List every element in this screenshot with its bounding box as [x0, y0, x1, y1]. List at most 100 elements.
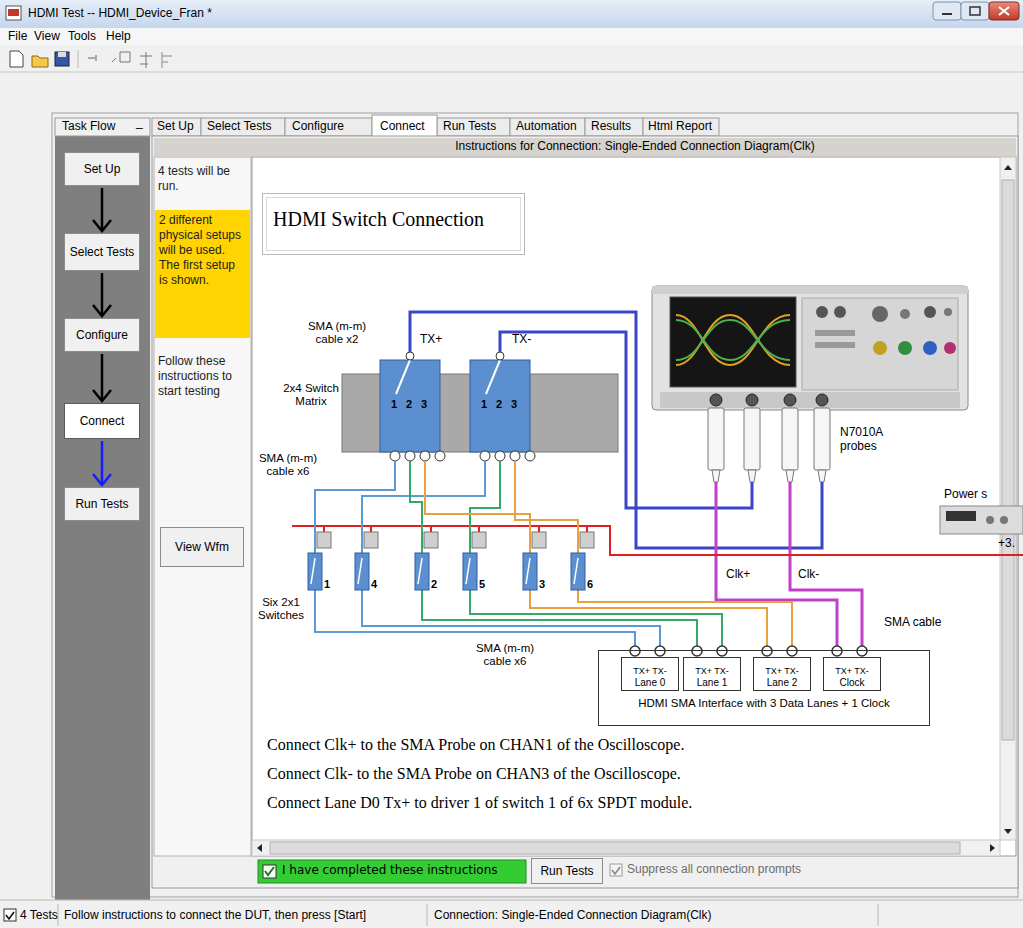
switch-label: Six 2x1 Switches	[254, 596, 308, 622]
checkbox-label: Suppress all connection prompts	[627, 863, 801, 877]
node-text: Lane 1	[685, 677, 739, 689]
window-title: HDMI Test -- HDMI_Device_Fran *	[28, 7, 212, 21]
test-count: 4 tests will be run.	[158, 164, 248, 194]
node-text: Connect	[80, 414, 125, 428]
menu-item: View	[34, 30, 60, 44]
cable-label: SMA (m-m) cable x6	[470, 642, 540, 668]
tab-strip	[152, 115, 719, 137]
port-number: 2	[406, 398, 412, 411]
task-flow-panel	[55, 136, 150, 904]
tab-label: Automation	[516, 120, 577, 134]
arrow-head	[93, 474, 111, 485]
arrow-shaft	[101, 441, 104, 485]
flow-arrow	[93, 273, 111, 316]
port-number: 3	[511, 398, 517, 411]
tab-label: Connect	[380, 120, 425, 134]
switch-number: 5	[479, 578, 485, 591]
node-text: Lane 0	[623, 677, 677, 689]
task-flow-header	[55, 118, 150, 136]
port-number: 1	[481, 398, 487, 411]
panel-title: Task Flow	[62, 120, 115, 134]
side-column	[154, 157, 251, 856]
toolbar	[0, 45, 1023, 72]
node-text: View Wfm	[175, 540, 229, 554]
arrow-shaft	[101, 273, 104, 316]
suppress-checkbox	[610, 864, 622, 876]
signal-name: Clk-	[798, 568, 819, 582]
instrument-label: Power s	[944, 488, 987, 502]
node-text: I have completed these instructions	[282, 863, 522, 877]
heading-box: HDMI Switch Connection	[262, 193, 525, 255]
task-button: Select Tests	[64, 233, 140, 271]
two-by-one-switches	[308, 526, 594, 590]
tab-label: Run Tests	[443, 120, 496, 134]
flow-arrow	[93, 354, 111, 401]
node-text: Clock	[825, 677, 879, 689]
node-text: TX+ TX-	[685, 666, 739, 677]
cable-label: SMA (m-m) cable x2	[300, 320, 374, 346]
switch-number: 6	[587, 578, 593, 591]
menu-item: File	[8, 30, 27, 44]
instruction-line: Connect Lane D0 Tx+ to driver 1 of switc…	[267, 794, 692, 812]
title-bar	[0, 0, 1023, 28]
lane-cables	[315, 590, 792, 646]
signal-name: TX+	[420, 333, 442, 347]
tab-label: Results	[591, 120, 631, 134]
node-text: Run Tests	[75, 497, 128, 511]
flow-arrow	[93, 188, 111, 231]
instructions-header-bar	[154, 138, 1016, 156]
arrow-head	[93, 220, 111, 231]
port-number: 2	[496, 398, 502, 411]
lane-box: TX+ TX-Lane 1	[683, 657, 741, 691]
switch-number: 3	[539, 578, 545, 591]
matrix-label: 2x4 Switch Matrix	[283, 382, 339, 408]
node-text: TX+ TX-	[623, 666, 677, 677]
switch-number: 1	[324, 578, 330, 591]
cable-label: SMA cable	[884, 616, 941, 630]
arrow-head	[93, 390, 111, 401]
completed-checkbox-bar	[258, 860, 526, 883]
app-icon	[6, 6, 21, 20]
node-text: Set Up	[84, 162, 121, 176]
node-text: TX+ TX-	[755, 666, 809, 677]
status-bar	[0, 900, 1023, 928]
switch-number: 2	[431, 578, 437, 591]
flow-arrow	[93, 441, 111, 485]
interface-box: HDMI SMA Interface with 3 Data Lanes + 1…	[598, 650, 930, 726]
tab-label: Configure	[292, 120, 344, 134]
setup-note: 2 different physical setups will be used…	[155, 210, 250, 338]
task-button: Connect	[64, 403, 140, 439]
probe-label: N7010A probes	[840, 426, 910, 454]
status-text: 4 Tests	[20, 909, 58, 923]
matrix-cables	[315, 461, 578, 553]
menu-bar	[0, 28, 1023, 45]
task-button: Configure	[64, 318, 140, 352]
view-button: View Wfm	[160, 527, 244, 567]
lane-box: TX+ TX-Lane 0	[621, 657, 679, 691]
probes	[708, 408, 830, 482]
task-button: Set Up	[64, 152, 140, 186]
task-button: Run Tests	[64, 487, 140, 521]
arrow-shaft	[101, 354, 104, 401]
node-text: TX+ TX-	[825, 666, 879, 677]
signal-name: TX-	[512, 333, 531, 347]
node-text: Lane 2	[755, 677, 809, 689]
cable-label: SMA (m-m) cable x6	[257, 452, 319, 478]
power-supply	[940, 506, 1023, 534]
menu-item: Tools	[68, 30, 96, 44]
arrow-shaft	[101, 188, 104, 231]
node-text: Run Tests	[540, 864, 593, 878]
window-buttons	[933, 2, 1019, 20]
minimize-mark: _	[136, 116, 143, 130]
node-text: HDMI SMA Interface with 3 Data Lanes + 1…	[599, 697, 929, 709]
tab-label: Set Up	[157, 120, 194, 134]
signal-name: Clk+	[726, 568, 750, 582]
side-instructions: Follow these instructions to start testi…	[158, 354, 248, 399]
switch-matrix	[342, 352, 618, 461]
diagram-area	[252, 157, 1016, 856]
tab-label: Select Tests	[207, 120, 271, 134]
scrollbars	[252, 157, 1016, 856]
oscilloscope	[652, 286, 968, 410]
menu-item: Help	[106, 30, 131, 44]
